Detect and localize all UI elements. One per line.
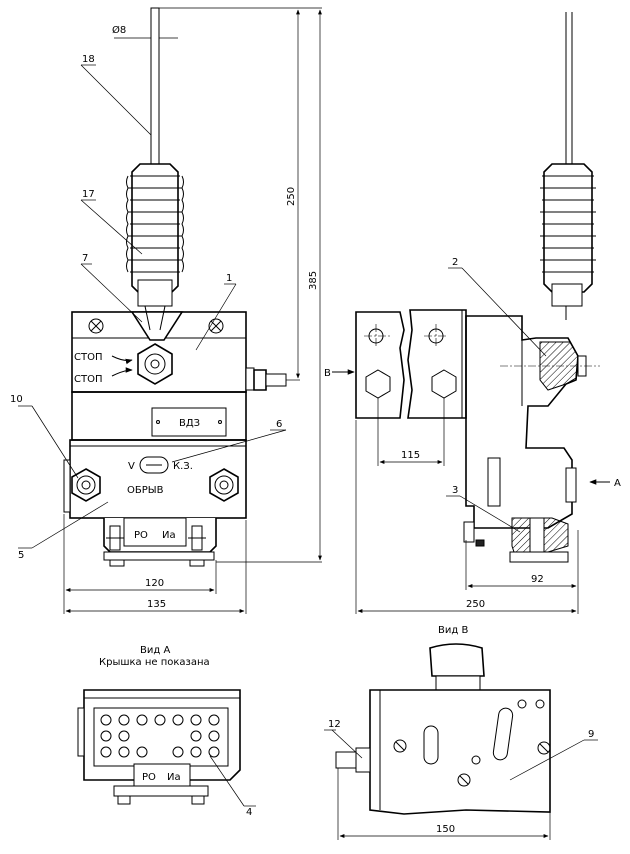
label-break: ОБРЫВ — [127, 485, 164, 496]
dim-total-height: 385 — [308, 271, 319, 290]
part-1: 1 — [226, 273, 232, 284]
view-a-title: Вид А — [140, 645, 170, 656]
part-12: 12 — [328, 719, 341, 730]
label-kz: К.З. — [173, 461, 193, 472]
terminal-ro: РО — [134, 530, 148, 541]
label-stop-bottom: СТОП — [74, 374, 102, 385]
part-18: 18 — [82, 54, 95, 65]
view-b: Вид В 150 12 9 — [324, 625, 598, 840]
view-a-terminal-ro: РО — [142, 772, 156, 783]
part-2: 2 — [452, 257, 458, 268]
dim-rod-diameter: Ø8 — [112, 24, 126, 36]
side-view: А В 115 92 250 2 3 — [324, 12, 621, 614]
arrow-b-label: В — [324, 368, 331, 379]
dim-mount-spacing: 115 — [401, 450, 420, 461]
part-7: 7 — [82, 253, 88, 264]
part-4: 4 — [246, 807, 252, 818]
label-v: V — [128, 461, 135, 472]
dim-side-depth: 92 — [531, 574, 544, 585]
view-b-title: Вид В — [438, 625, 468, 636]
bellows — [126, 163, 184, 307]
lever-nut — [137, 343, 173, 385]
rod — [150, 7, 160, 165]
front-view: Ø8 — [10, 7, 322, 614]
view-a-note: Крышка не показана — [99, 657, 210, 668]
dim-width-outer: 135 — [147, 599, 166, 610]
nameplate-text: ВДЗ — [179, 418, 200, 429]
part-6: 6 — [276, 419, 282, 430]
nameplate — [151, 407, 227, 437]
cable-gland-left — [71, 468, 101, 502]
dim-width-inner: 120 — [145, 578, 164, 589]
dim-side-width: 250 — [466, 599, 485, 610]
arrow-a-label: А — [614, 478, 621, 489]
view-a: Вид А Крышка не показана РО Иа 4 — [77, 645, 256, 818]
part-9: 9 — [588, 729, 594, 740]
view-a-terminal-ia: Иа — [167, 772, 181, 783]
dim-view-b-width: 150 — [436, 824, 455, 835]
part-3: 3 — [452, 485, 458, 496]
label-stop-top: СТОП — [74, 352, 102, 363]
part-10: 10 — [10, 394, 23, 405]
cable-gland-right — [209, 468, 239, 502]
dim-rod-length: 250 — [286, 187, 297, 206]
part-17: 17 — [82, 189, 95, 200]
terminal-ia: Иа — [162, 530, 176, 541]
part-5: 5 — [18, 550, 24, 561]
